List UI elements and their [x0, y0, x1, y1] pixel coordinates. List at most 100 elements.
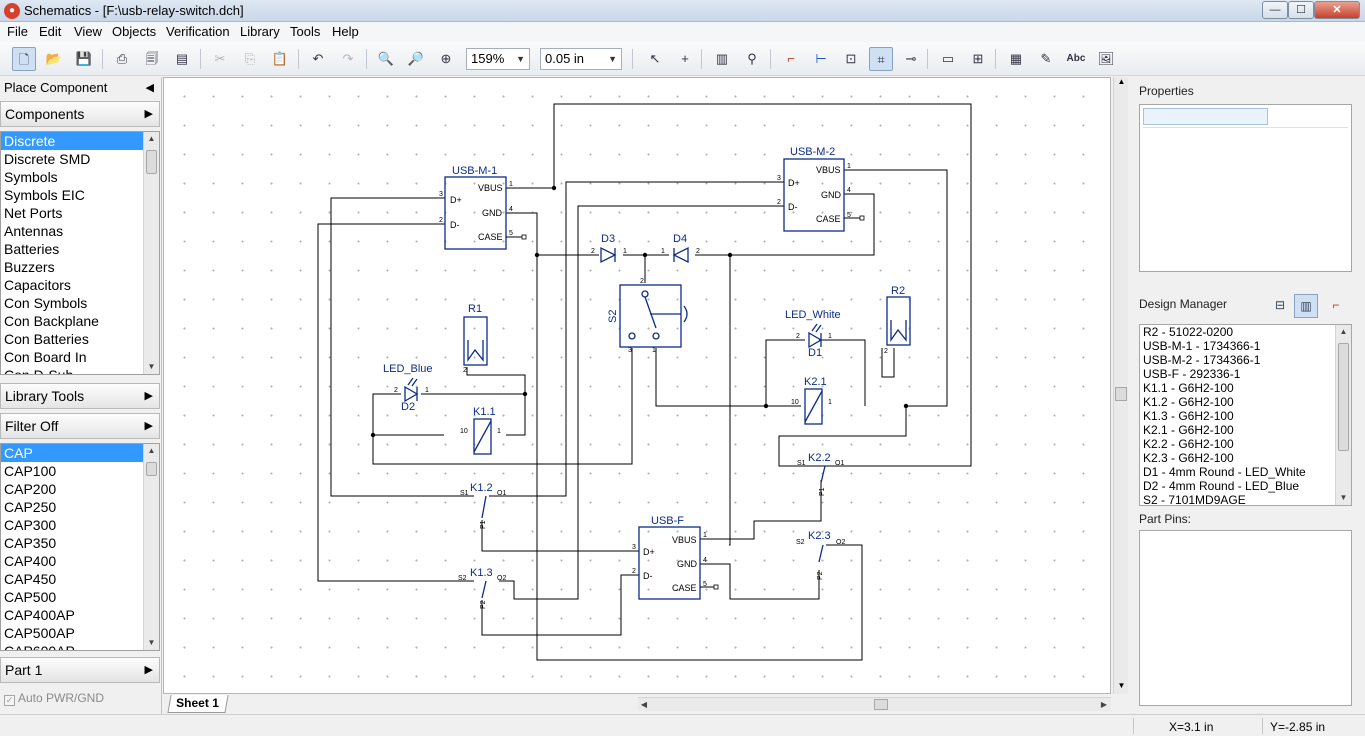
wire[interactable]: [730, 480, 822, 540]
grid-select[interactable]: 0.05 in▼: [540, 48, 622, 70]
design-manager-item[interactable]: USB-F - 292336-1: [1143, 367, 1241, 381]
component-k1-3[interactable]: K1.3 S2 O2 P2: [458, 567, 506, 609]
component-d3[interactable]: D3 2 1: [591, 233, 627, 264]
component-d2[interactable]: LED_Blue D2 2 1: [383, 363, 433, 413]
menu-verification[interactable]: Verification: [166, 24, 230, 39]
component-s2[interactable]: S2 2 3 1: [607, 278, 688, 354]
scroll-thumb[interactable]: [146, 462, 157, 476]
component-k1-1[interactable]: K1.1 10 1: [460, 406, 501, 455]
component-d4[interactable]: D4 1 2: [661, 233, 700, 264]
nets-icon[interactable]: ⊟: [1274, 298, 1286, 312]
scroll-down-icon[interactable]: ▼: [147, 362, 156, 371]
component-icon[interactable]: ▥: [715, 51, 729, 66]
property-field[interactable]: [1143, 108, 1268, 125]
jumper-icon[interactable]: ⊸: [905, 51, 917, 66]
wire[interactable]: [729, 255, 731, 546]
wire[interactable]: [481, 520, 639, 552]
paste-icon[interactable]: 📋: [271, 51, 289, 66]
menu-view[interactable]: View: [74, 24, 102, 39]
design-manager-item[interactable]: S2 - 7101MD9AGE: [1143, 493, 1246, 506]
menu-help[interactable]: Help: [332, 24, 359, 39]
category-list-item[interactable]: Con Batteries: [4, 331, 89, 347]
save-icon[interactable]: 💾: [75, 51, 93, 66]
new-icon[interactable]: 🗋: [12, 47, 36, 71]
design-manager-item[interactable]: D1 - 4mm Round - LED_White: [1143, 465, 1306, 479]
design-manager-scrollbar[interactable]: ▲ ▼: [1335, 325, 1351, 505]
scroll-right-icon[interactable]: ▶: [1100, 700, 1108, 709]
zoom-in-icon[interactable]: 🔍: [377, 51, 395, 66]
component-d1[interactable]: LED_White D1 2 1: [785, 309, 841, 359]
scroll-up-icon[interactable]: ▲: [147, 134, 156, 143]
wire[interactable]: [466, 367, 526, 436]
components-icon[interactable]: ▥: [1294, 294, 1318, 318]
table-icon[interactable]: ▦: [1009, 51, 1023, 66]
wire[interactable]: [881, 348, 895, 378]
menu-library[interactable]: Library: [240, 24, 280, 39]
part-list-item[interactable]: CAP200: [4, 481, 57, 497]
net-port-icon[interactable]: ⊡: [845, 51, 857, 66]
picture-icon[interactable]: 🖼: [1097, 51, 1115, 66]
report-icon[interactable]: ▤: [175, 51, 189, 66]
zoom-select[interactable]: 159%▼: [466, 48, 530, 70]
scroll-thumb[interactable]: [146, 150, 157, 174]
note-icon[interactable]: ✎: [1040, 51, 1052, 66]
scroll-down-icon[interactable]: ▼: [147, 638, 156, 647]
sheet-tab[interactable]: Sheet 1: [167, 695, 229, 713]
properties-box[interactable]: [1139, 104, 1352, 272]
schematic-drawing[interactable]: USB-M-1 D+ D- VBUS GND CASE 3 2 1 4 5: [164, 78, 1110, 693]
wire[interactable]: [778, 406, 907, 467]
part-pins-box[interactable]: [1139, 530, 1352, 706]
part-list-item[interactable]: CAP350: [4, 535, 57, 551]
menu-tools[interactable]: Tools: [290, 24, 321, 39]
minimize-button[interactable]: —: [1262, 1, 1288, 19]
wire[interactable]: [655, 348, 801, 407]
filter-button[interactable]: Filter Off▶: [0, 413, 160, 439]
part-list-item[interactable]: CAP450: [4, 571, 57, 587]
design-manager-item[interactable]: R2 - 51022-0200: [1143, 325, 1234, 339]
category-list-item[interactable]: Symbols: [4, 169, 58, 185]
category-list-item[interactable]: Buzzers: [4, 259, 55, 275]
menu-objects[interactable]: Objects: [112, 24, 157, 39]
wires-icon[interactable]: ⌐: [1332, 298, 1340, 312]
chip-icon[interactable]: ▭: [941, 51, 955, 66]
scroll-up-icon[interactable]: ▲: [1339, 327, 1348, 336]
part-scrollbar[interactable]: ▲ ▼: [143, 444, 159, 650]
zoom-fit-icon[interactable]: ⊕: [440, 51, 452, 66]
category-list-item[interactable]: Con Backplane: [4, 313, 99, 329]
component-usb-f[interactable]: USB-F D+ D- VBUS GND CASE 3 2 1 4 5: [632, 515, 719, 600]
wire[interactable]: [819, 339, 866, 406]
part-list-item[interactable]: CAP600AP: [4, 643, 75, 651]
scroll-up-icon[interactable]: ▲: [147, 446, 156, 455]
category-list-item[interactable]: Capacitors: [4, 277, 71, 293]
design-manager-item[interactable]: K2.1 - G6H2-100: [1143, 423, 1234, 437]
component-k2-2[interactable]: K2.2 S1 O1 P1: [797, 452, 844, 496]
wire[interactable]: [372, 393, 401, 435]
component-k2-1[interactable]: K2.1 10 1: [791, 376, 832, 425]
category-list-item[interactable]: Antennas: [4, 223, 64, 239]
scroll-down-icon[interactable]: ▼: [1339, 493, 1348, 502]
wire[interactable]: [765, 339, 805, 406]
part-list-item[interactable]: CAP: [1, 444, 159, 462]
part-list-item[interactable]: CAP400AP: [4, 607, 75, 623]
library-tools-button[interactable]: Library Tools▶: [0, 383, 160, 409]
chip2-icon[interactable]: ⊞: [972, 51, 984, 66]
menu-file[interactable]: File: [7, 24, 28, 39]
scroll-thumb[interactable]: [874, 699, 888, 710]
component-usb-m-1[interactable]: USB-M-1 D+ D- VBUS GND CASE 3 2 1 4 5: [439, 165, 527, 250]
redo-icon[interactable]: ↷: [342, 51, 354, 66]
wire[interactable]: [695, 193, 875, 256]
scroll-thumb[interactable]: [1115, 387, 1127, 401]
open-icon[interactable]: 📂: [45, 51, 63, 66]
part-button[interactable]: Part 1▶: [0, 657, 160, 683]
component-usb-m-2[interactable]: USB-M-2 D+ D- VBUS GND CASE 3 2 1 4 5: [777, 146, 865, 232]
component-k1-2[interactable]: K1.2 S1 O1 P1: [460, 482, 506, 529]
wire[interactable]: [844, 169, 948, 407]
menu-edit[interactable]: Edit: [39, 24, 62, 39]
select-icon[interactable]: ↖: [649, 51, 661, 66]
app-icon[interactable]: ●: [4, 3, 20, 19]
part-list-item[interactable]: CAP250: [4, 499, 57, 515]
design-manager-item[interactable]: K1.1 - G6H2-100: [1143, 381, 1234, 395]
